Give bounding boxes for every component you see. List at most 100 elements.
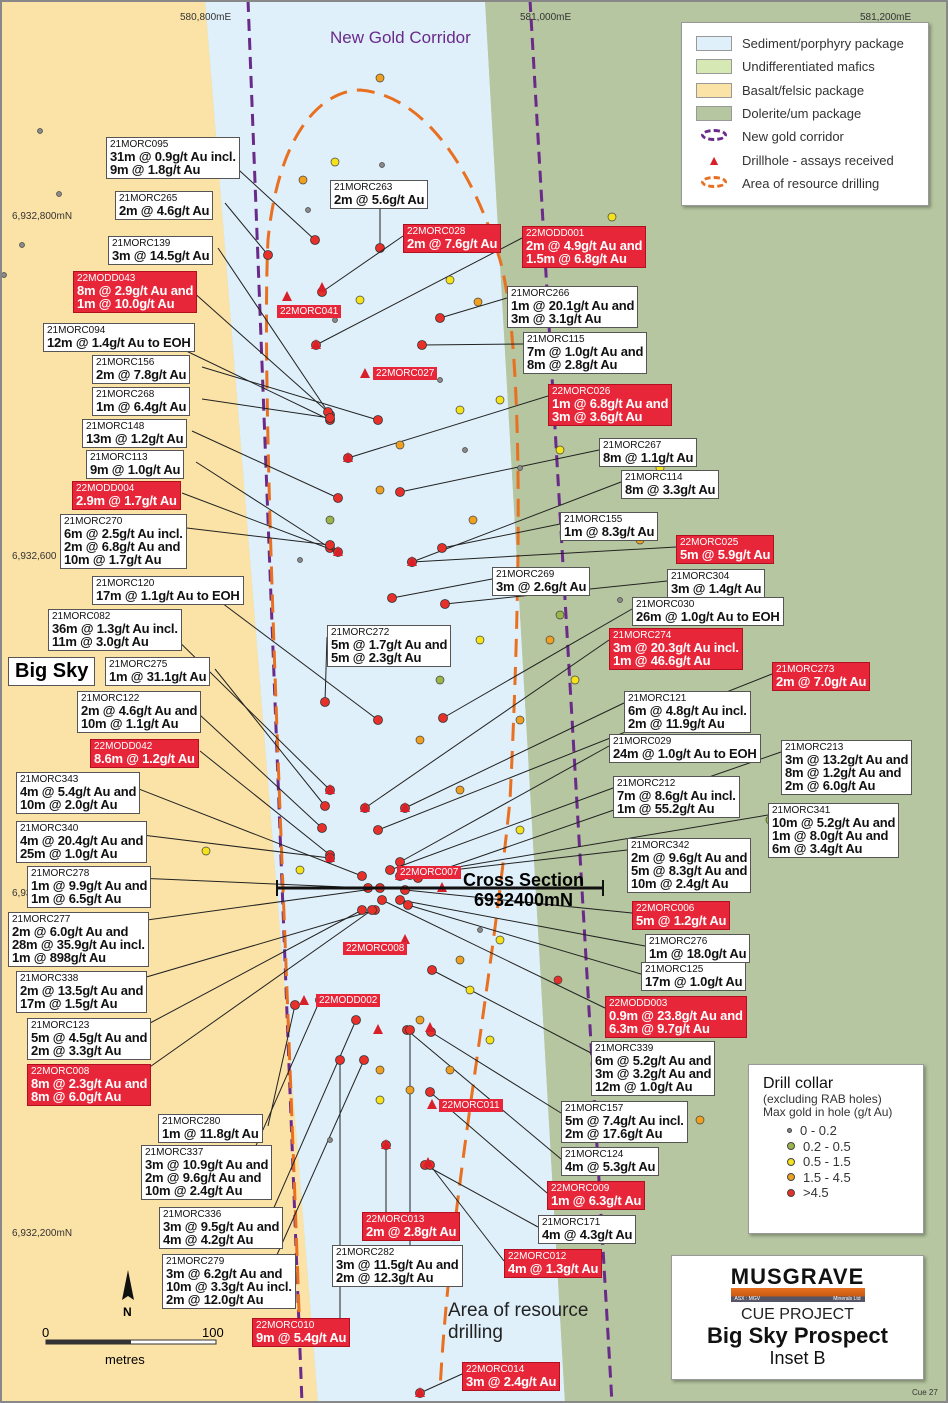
collar-dot-icon — [787, 1128, 792, 1134]
drill-collar — [357, 871, 367, 881]
intercept-text: 3m @ 14.5g/t Au — [112, 248, 210, 263]
intercept-text: 9m @ 1.0g/t Au — [90, 462, 181, 477]
drill-collar — [515, 825, 525, 835]
intercept-text: 3m @ 2.4g/t Au — [466, 1374, 557, 1389]
drillhole-triangle-icon — [427, 1099, 437, 1109]
intercept-text: 36m @ 1.3g/t Au incl. — [52, 621, 178, 636]
drill-collar — [473, 297, 483, 307]
leader-line — [201, 366, 379, 421]
drill-collar — [455, 405, 465, 415]
intercept-text: 3m @ 1.4g/t Au — [671, 581, 762, 596]
leader-line — [399, 449, 600, 493]
north-arrow — [122, 1270, 134, 1300]
hole-id: 21MORC121 — [628, 693, 687, 704]
drill-collar — [545, 635, 555, 645]
drill-collar — [263, 250, 273, 260]
collar-legend-item: 1.5 - 4.5 — [787, 1170, 923, 1186]
drill-collar — [553, 975, 563, 985]
intercept-text: 4m @ 20.4g/t Au and — [20, 833, 144, 848]
project-name: CUE PROJECT — [741, 1306, 854, 1323]
hole-id: 22MORC008 — [31, 1066, 90, 1077]
legend-swatch — [696, 36, 732, 52]
intercept-text: 1m @ 6.8g/t Au and — [552, 396, 669, 411]
drillhole-triangle-icon — [317, 282, 327, 292]
drill-collar — [555, 445, 565, 455]
intercept-text: 6m @ 2.5g/t Au incl. — [64, 526, 183, 541]
intercept-text: 6.3m @ 9.7g/t Au — [609, 1021, 710, 1036]
leader-line — [181, 492, 339, 553]
legend-label: New gold corridor — [742, 129, 844, 145]
hole-id: 22MORC009 — [551, 1183, 610, 1194]
intercept-text: 8m @ 1.1g/t Au — [603, 450, 694, 465]
intercept-text: 3m @ 6.2g/t Au and — [166, 1266, 283, 1281]
collar-legend-item: >4.5 — [787, 1185, 923, 1201]
drill-collar — [515, 715, 525, 725]
easting-label: 580,800mE — [180, 12, 232, 23]
hole-id: 22MORC028 — [407, 226, 466, 237]
inset-name: Inset B — [769, 1348, 826, 1368]
intercept-text: 3m @ 3.1g/t Au — [511, 311, 602, 326]
intercept-text: 1m @ 8.3g/t Au — [564, 524, 655, 539]
intercept-text: 1m @ 6.3g/t Au — [551, 1193, 642, 1208]
leader-line — [324, 636, 328, 703]
intercept-text: 2m @ 7.6g/t Au — [407, 236, 498, 251]
drill-collar — [403, 900, 413, 910]
hole-id: 21MORC266 — [511, 288, 570, 299]
legend-label: Drillhole - assays received — [742, 152, 894, 168]
hole-id: 21MORC263 — [334, 182, 393, 193]
leader-line — [169, 525, 331, 546]
hole-id: 21MORC270 — [64, 516, 123, 527]
drill-collar — [462, 447, 468, 453]
collar-legend-item: 0 - 0.2 — [787, 1123, 923, 1139]
collar-range: 1.5 - 4.5 — [803, 1169, 851, 1185]
northing-label: 6,932,200mN — [12, 1228, 73, 1239]
intercept-text: 7m @ 8.6g/t Au incl. — [617, 788, 736, 803]
hole-id: 21MORC280 — [162, 1116, 221, 1127]
drill-collar — [305, 207, 311, 213]
intercept-text: 1m @ 10.0g/t Au — [77, 296, 175, 311]
intercept-text: 6m @ 4.8g/t Au incl. — [628, 703, 747, 718]
hole-id: 21MORC278 — [31, 868, 90, 879]
hole-id: 21MORC122 — [81, 693, 140, 704]
legend-swatch — [696, 82, 732, 98]
hole-id: 22MODD001 — [526, 228, 585, 239]
drill-collar — [445, 1065, 455, 1075]
leader-line — [347, 395, 549, 459]
intercept-text: 8.6m @ 1.2g/t Au — [94, 751, 195, 766]
intercept-text: 4m @ 4.2g/t Au — [163, 1232, 254, 1247]
intercept-text: 2m @ 6.0g/t Au and — [12, 924, 129, 939]
dashed-ellipse-icon — [696, 129, 732, 144]
intercept-text: 17m @ 1.0g/t Au — [645, 974, 743, 989]
hole-id: 21MORC279 — [166, 1256, 225, 1267]
legend-item: Undifferentiated mafics — [682, 55, 928, 78]
legend-label: Basalt/felsic package — [742, 82, 865, 98]
intercept-text: 8m @ 2.9g/t Au and — [77, 283, 194, 298]
intercept-text: 8m @ 2.8g/t Au — [527, 357, 618, 372]
drill-collar — [438, 713, 448, 723]
area-label: Area of resource drilling — [448, 1300, 588, 1344]
intercept-text: 1m @ 6.5g/t Au — [31, 891, 122, 906]
collar-range: >4.5 — [803, 1185, 829, 1201]
north-label: N — [123, 1305, 132, 1319]
hole-id: 21MORC276 — [649, 936, 708, 947]
legend-label: Dolerite/um package — [742, 106, 862, 122]
northing-label: 6,932,800mN — [12, 211, 73, 222]
drill-collar — [617, 597, 623, 603]
hole-id: 21MORC342 — [631, 840, 690, 851]
drill-collar — [395, 440, 405, 450]
